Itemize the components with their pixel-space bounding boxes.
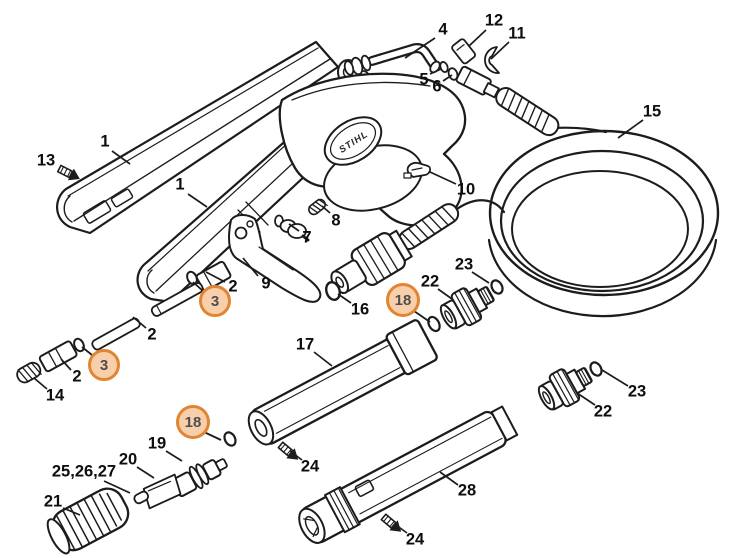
screw-13 — [56, 164, 80, 181]
part-label-8: 8 — [331, 211, 341, 230]
leader-line — [165, 450, 183, 462]
leader-line — [132, 316, 147, 329]
leader-line — [321, 205, 331, 214]
highlight-circle-18: 18 — [176, 405, 210, 439]
clip-11 — [484, 46, 500, 74]
leader-line — [203, 431, 222, 441]
leader-line — [442, 74, 453, 82]
part-label-5: 5 — [419, 70, 429, 89]
leader-line — [81, 346, 93, 356]
piston-parts — [16, 260, 232, 384]
coupler-22b — [537, 367, 593, 411]
part-label-16: 16 — [350, 300, 370, 319]
coupler-22a — [439, 286, 495, 330]
part-label-23: 23 — [627, 382, 647, 401]
part-label-24: 24 — [405, 530, 425, 549]
leader-line — [33, 377, 48, 390]
valve-7 — [274, 214, 310, 242]
leader-line — [192, 281, 204, 292]
highlight-circle-18: 18 — [386, 283, 420, 317]
hose-end-top — [455, 65, 560, 137]
lock-lever-10 — [403, 161, 432, 179]
part-label-17: 17 — [295, 335, 315, 354]
part-label-20: 20 — [118, 450, 138, 469]
leader-line — [205, 271, 226, 283]
spray-lance-17 — [247, 319, 438, 446]
part-label-6: 6 — [432, 77, 442, 96]
leader-line — [395, 524, 408, 534]
spray-lance-28 — [298, 405, 519, 544]
leader-line — [576, 392, 596, 406]
part-label-4: 4 — [438, 20, 448, 39]
leader-line — [437, 288, 453, 300]
o-ring-18b — [223, 431, 237, 447]
part-label-9: 9 — [261, 274, 271, 293]
spring-8 — [308, 198, 328, 216]
part-label-7: 7 — [302, 228, 312, 247]
leader-line — [471, 271, 490, 284]
leader-line — [337, 293, 352, 304]
leader-line — [439, 471, 459, 486]
leader-line — [468, 29, 487, 47]
leader-line — [429, 68, 442, 75]
part-label-2: 2 — [228, 277, 238, 296]
gun-body: STIHL — [278, 72, 467, 227]
screw-24a — [277, 441, 299, 460]
part-label-25-26-27: 25,26,27 — [51, 462, 117, 481]
part-label-24: 24 — [300, 457, 320, 476]
leader-line — [413, 310, 431, 323]
part-label-19: 19 — [147, 434, 167, 453]
part-label-2: 2 — [147, 325, 157, 344]
o-ring-23b — [589, 361, 603, 377]
part-label-22: 22 — [420, 272, 440, 291]
part-label-21: 21 — [43, 492, 63, 511]
part-label-23: 23 — [454, 255, 474, 274]
o-ring-16 — [325, 281, 341, 301]
o-ring-18a — [427, 315, 441, 333]
leader-line — [288, 223, 300, 232]
highlight-circle-3: 3 — [199, 285, 231, 317]
leader-line — [111, 150, 131, 165]
part-label-22: 22 — [593, 402, 613, 421]
part-label-1: 1 — [100, 132, 110, 151]
handle-shell-top — [56, 40, 340, 235]
part-label-15: 15 — [642, 102, 662, 121]
leader-line — [601, 369, 629, 387]
leader-line — [617, 119, 644, 139]
trigger-9 — [227, 214, 322, 303]
flat-jet-20 — [142, 473, 182, 510]
small-parts-25-26-27 — [133, 490, 150, 505]
leader-line — [187, 193, 208, 208]
part-label-28: 28 — [457, 481, 477, 500]
part-label-13: 13 — [36, 151, 56, 170]
part-label-1: 1 — [175, 175, 185, 194]
leader-line — [103, 480, 131, 494]
leader-line — [60, 358, 72, 371]
part-label-14: 14 — [45, 386, 65, 405]
hose-coil — [455, 126, 720, 318]
leader-line — [136, 466, 155, 479]
leader-line — [404, 37, 436, 59]
part-label-10: 10 — [456, 180, 476, 199]
highlight-circle-3: 3 — [88, 349, 120, 381]
leader-line — [429, 171, 457, 185]
clip-12 — [451, 38, 476, 65]
leader-line — [62, 507, 81, 516]
leader-line — [490, 41, 510, 60]
part-label-2: 2 — [72, 367, 82, 386]
screw-24b — [380, 513, 402, 532]
leader-line — [313, 351, 333, 367]
o-rings-5-6 — [439, 61, 459, 81]
o-ring-23a — [490, 279, 504, 295]
part-label-11: 11 — [508, 24, 526, 43]
leader-line — [289, 450, 303, 461]
nozzle-housing-21 — [46, 487, 130, 555]
leader-line — [242, 257, 259, 277]
part-label-12: 12 — [484, 11, 504, 30]
